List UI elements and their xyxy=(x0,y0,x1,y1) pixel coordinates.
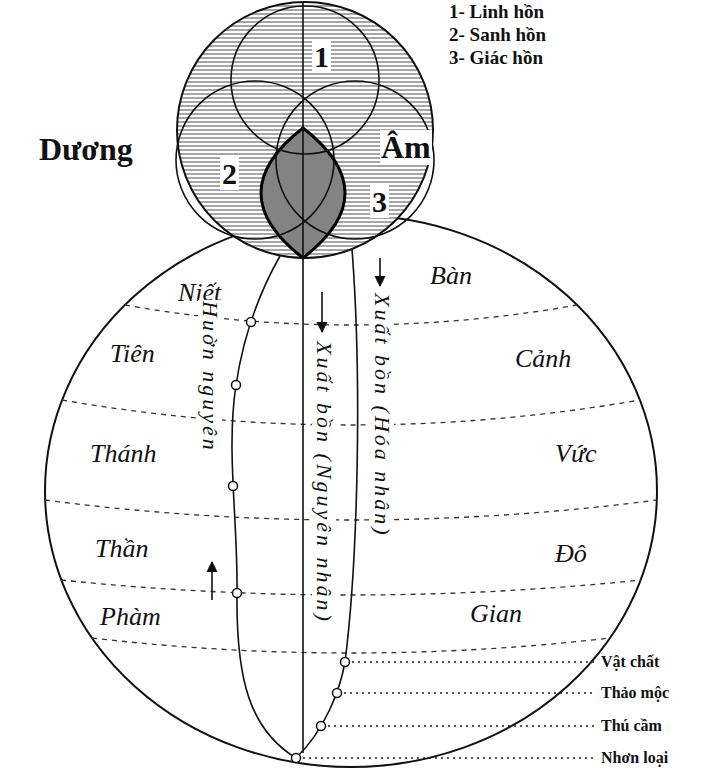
leader-line xyxy=(328,725,594,726)
soul-sphere xyxy=(177,2,433,258)
stage-dot xyxy=(333,689,342,698)
leader-line xyxy=(344,692,594,693)
realm-band: Phàm Gian xyxy=(45,585,657,645)
path-label: Huờn nguyên xyxy=(198,300,222,454)
circle-outline xyxy=(276,81,434,239)
circle-outline xyxy=(176,81,334,239)
soul-circle: 2 xyxy=(175,80,335,240)
realm-name: Gian xyxy=(470,600,522,629)
realm-boundary xyxy=(62,400,640,425)
realm-boundary xyxy=(125,305,577,325)
realm-band: Thần Đô xyxy=(45,505,657,580)
realm-name: Phàm xyxy=(100,603,161,632)
realm-band: Tiên Cảnh xyxy=(45,315,657,405)
realm-name: Bàn xyxy=(430,262,472,291)
realm-name: Thần xyxy=(95,535,148,564)
stage-dot xyxy=(247,318,256,327)
stage-dot xyxy=(317,722,326,731)
realm-boundary xyxy=(92,638,610,653)
key-entry: 2- Sanh hồn xyxy=(448,25,547,46)
stage-dot xyxy=(229,482,238,491)
soul-circle: 1 xyxy=(230,5,380,155)
kingdom-label: Vật chất xyxy=(600,653,660,671)
stage-dot xyxy=(292,754,301,763)
realm-band: NiếtBàn xyxy=(45,215,657,315)
pole-label: Dương xyxy=(38,132,134,167)
direction-arrow xyxy=(379,258,381,286)
stage-dot xyxy=(233,589,242,598)
pole-label: Âm xyxy=(380,130,432,165)
circle-outline xyxy=(230,5,380,155)
realm-name: Cảnh xyxy=(515,345,571,374)
leader-line xyxy=(352,661,594,662)
path-label: Xuất bồn (Hóa nhân) xyxy=(370,292,394,539)
realm-name: Thánh xyxy=(90,440,156,469)
direction-arrow xyxy=(211,562,213,600)
direction-arrow xyxy=(321,292,323,332)
realm-name: Tiên xyxy=(110,340,155,369)
path-label: Xuất bồn (Nguyên nhân) xyxy=(312,340,336,625)
realm-name: Đô xyxy=(555,540,587,569)
leader-line xyxy=(303,757,594,758)
world-sphere xyxy=(45,215,657,767)
descent-path xyxy=(296,249,358,758)
kingdom-label: Nhơn loại xyxy=(600,749,669,767)
realm-band: Thánh Vức xyxy=(45,410,657,500)
stage-dot xyxy=(341,658,350,667)
key-entry: 3- Giác hồn xyxy=(448,48,544,69)
soul-number: 2 xyxy=(220,157,239,190)
central-axis xyxy=(302,2,304,753)
realm-name: Vức xyxy=(555,440,597,469)
soul-number: 3 xyxy=(370,185,389,218)
realm-boundary xyxy=(45,500,657,520)
circle-outline xyxy=(175,80,335,240)
key-entry: 1- Linh hồn xyxy=(448,2,545,23)
return-path xyxy=(232,256,296,758)
stage-dot xyxy=(232,381,241,390)
circle-outline xyxy=(231,6,379,154)
soul-number: 1 xyxy=(312,40,331,73)
kingdom-label: Thú cầm xyxy=(600,717,663,735)
kingdom-label: Thảo mộc xyxy=(600,684,670,702)
